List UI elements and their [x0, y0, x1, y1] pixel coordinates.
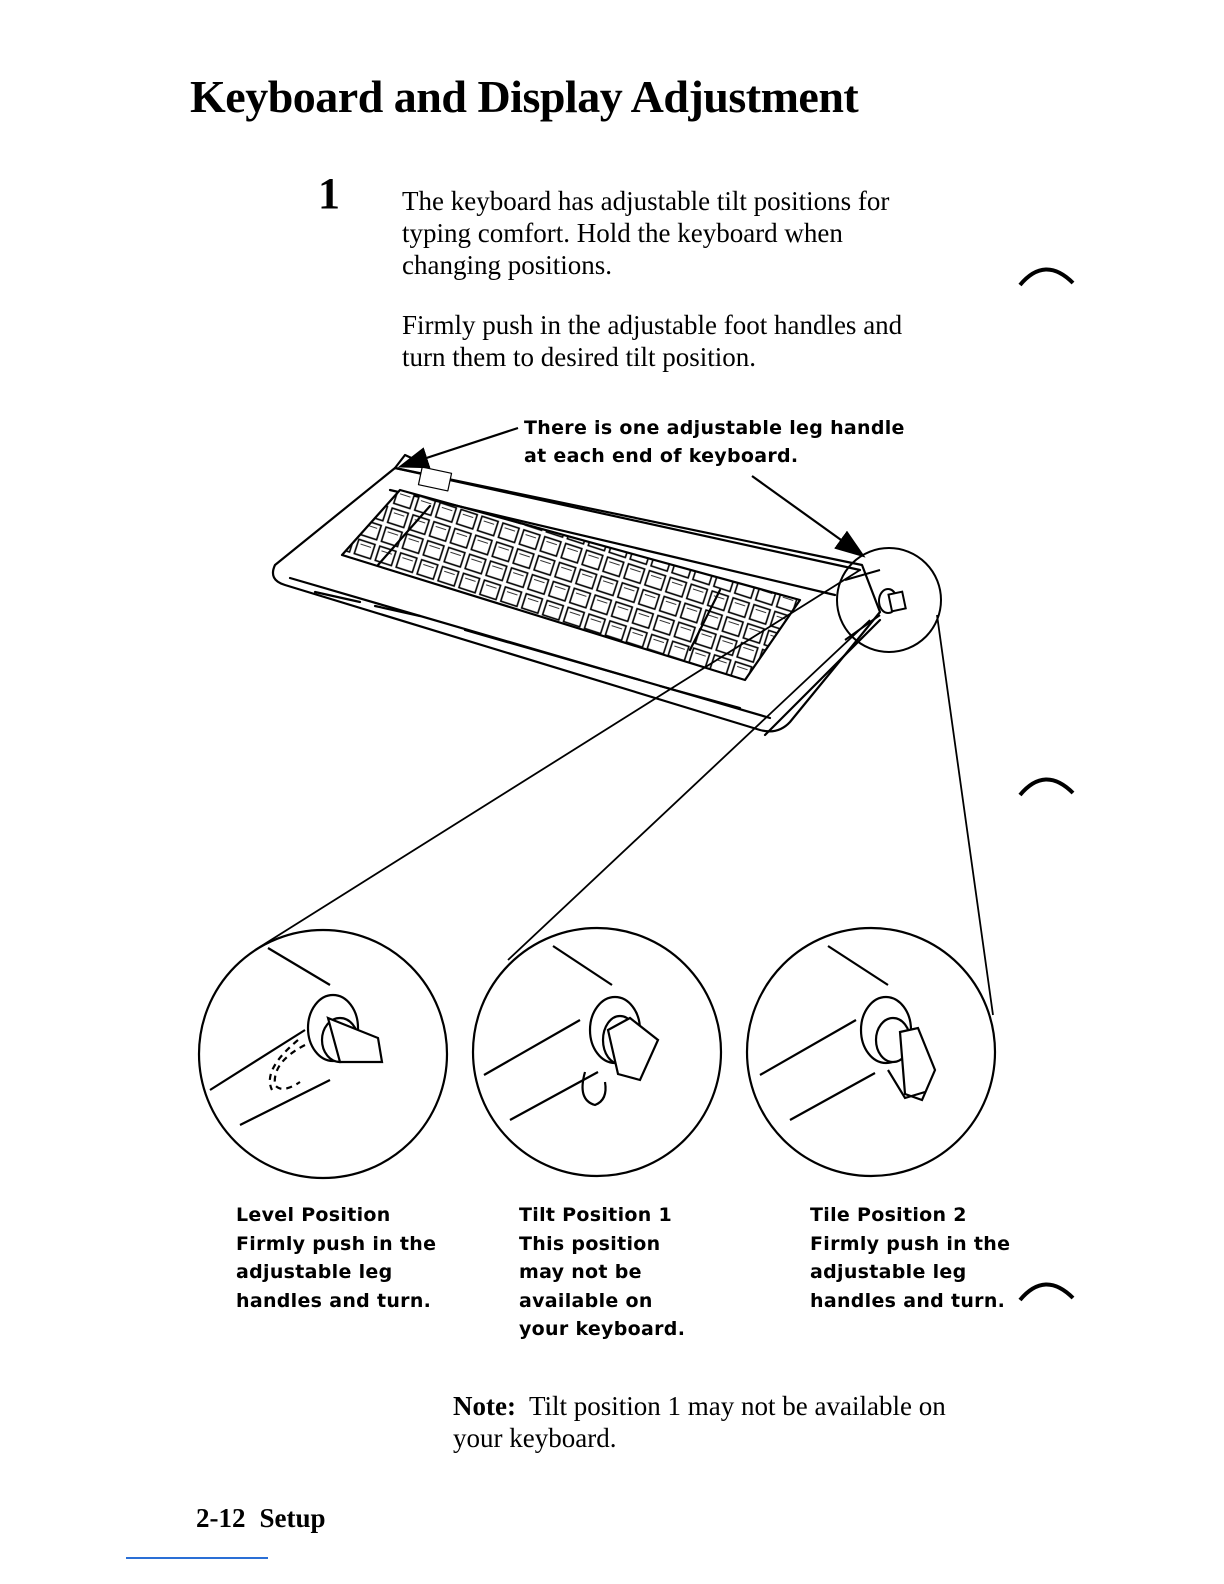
caption-tilt-position-1: Tilt Position 1 This position may not be…: [519, 1201, 685, 1344]
instruction-paragraph-2: Firmly push in the adjustable foot handl…: [402, 309, 1002, 373]
caption-tilt-position-2: Tile Position 2 Firmly push in the adjus…: [810, 1201, 1010, 1315]
caption-line: available on: [519, 1289, 653, 1312]
caption-line: Firmly push in the: [236, 1232, 437, 1255]
caption-line: Tilt Position 1: [519, 1204, 672, 1226]
paragraph-line: The keyboard has adjustable tilt positio…: [402, 186, 890, 216]
caption-level-position: Level Position Firmly push in the adjust…: [236, 1201, 436, 1315]
caption-line: may not be: [519, 1261, 642, 1283]
callout-text: There is one adjustable leg handle at ea…: [524, 414, 905, 470]
caption-line: This position: [519, 1232, 661, 1255]
note-line: Note: Tilt position 1 may not be availab…: [453, 1390, 1053, 1422]
instruction-paragraph-1: The keyboard has adjustable tilt positio…: [402, 185, 1002, 281]
step-number: 1: [318, 169, 340, 218]
caption-line: handles and turn.: [236, 1289, 432, 1312]
callout-line: at each end of keyboard.: [524, 445, 799, 467]
page-footer: 2-12 Setup: [196, 1503, 326, 1534]
caption-line: handles and turn.: [810, 1289, 1006, 1312]
detail-circle-icon: [836, 547, 942, 653]
binder-tab-mark: [1018, 777, 1075, 797]
paragraph-line: changing positions.: [402, 250, 612, 280]
caption-line: adjustable leg: [810, 1261, 967, 1283]
note: Note: Tilt position 1 may not be availab…: [453, 1390, 1053, 1454]
note-label: Note:: [453, 1391, 516, 1421]
caption-line: Tile Position 2: [810, 1204, 967, 1226]
page-title: Keyboard and Display Adjustment: [190, 71, 859, 122]
note-line: your keyboard.: [453, 1423, 617, 1453]
caption-line: adjustable leg: [236, 1261, 393, 1283]
bottom-rule: [126, 1557, 268, 1559]
section-name: Setup: [259, 1503, 326, 1533]
paragraph-line: Firmly push in the adjustable foot handl…: [402, 310, 903, 340]
binder-tab-mark: [1018, 1282, 1075, 1302]
note-text: Tilt position 1 may not be available on: [528, 1391, 946, 1421]
page-number: 2-12: [196, 1503, 246, 1533]
caption-line: your keyboard.: [519, 1318, 686, 1340]
binder-tab-mark: [1018, 267, 1075, 287]
caption-line: Firmly push in the: [810, 1232, 1011, 1255]
callout-line: There is one adjustable leg handle: [524, 417, 905, 439]
paragraph-line: turn them to desired tilt position.: [402, 342, 756, 372]
caption-line: Level Position: [236, 1204, 391, 1226]
paragraph-line: typing comfort. Hold the keyboard when: [402, 218, 843, 248]
